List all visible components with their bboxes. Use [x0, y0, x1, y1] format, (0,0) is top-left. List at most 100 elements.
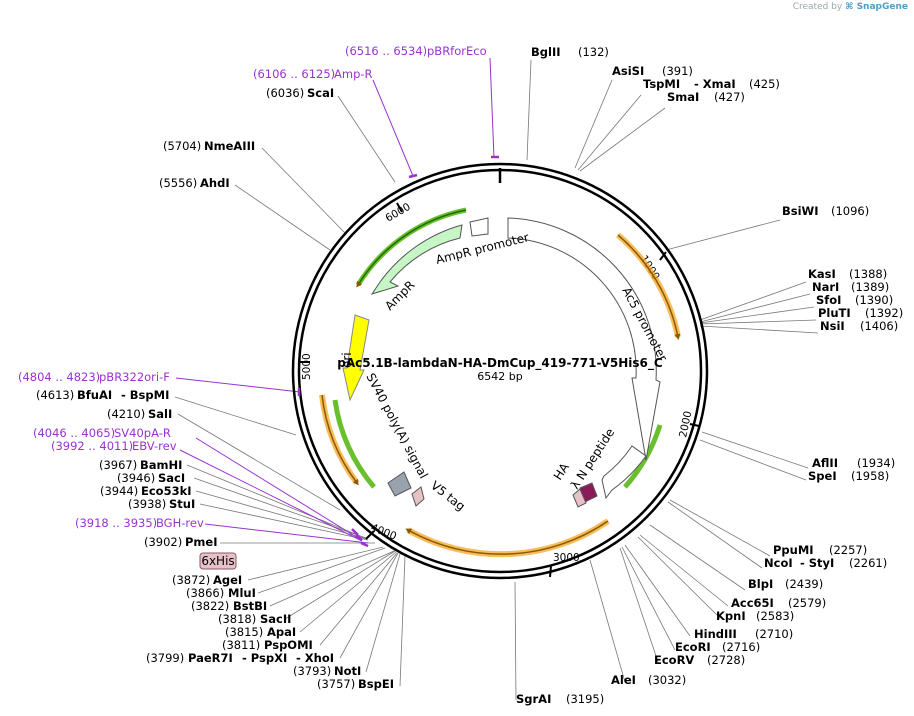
- site-nsii-pos: (1406): [860, 319, 898, 333]
- tick-2000: 2000: [677, 410, 694, 439]
- scale-ticks: [300, 168, 700, 578]
- site-aflii-name: AflII: [812, 456, 838, 470]
- v5-label: V5 tag: [428, 478, 468, 513]
- site-ahdi-name: AhdI: [200, 176, 230, 190]
- site-pluti-pos: (1392): [865, 306, 903, 320]
- site-hindiii-name: HindIII: [694, 627, 737, 641]
- site-ppumi-pos: (2257): [829, 543, 867, 557]
- orf-arrow-1: [617, 234, 681, 340]
- site-tspmi-name: TspMI: [643, 77, 680, 91]
- site-leaders: [174, 59, 819, 701]
- site-kasi-pos: (1388): [849, 267, 887, 281]
- site-labels-right: BglII (132) AsiSI (391) TspMI - XmaI (42…: [516, 45, 903, 706]
- site-sali-name: SalI: [148, 407, 172, 421]
- site-nmeaiii-name: NmeAIII: [204, 139, 255, 153]
- snapgene-brand: SnapGene: [856, 2, 908, 12]
- tick-3000: 3000: [553, 552, 580, 564]
- orf-arc-3: [319, 394, 360, 485]
- site-smai-name: SmaI: [667, 90, 699, 104]
- site-bstbi-pos: (3822): [191, 599, 229, 613]
- site-saci-pos: (3946): [117, 471, 155, 485]
- site-agei-pos: (3872): [172, 573, 210, 587]
- site-smai-pos: (427): [714, 90, 745, 104]
- v5-tag-feature[interactable]: [411, 486, 425, 507]
- primer-pbrforeco-range: (6516 .. 6534): [345, 44, 427, 58]
- site-tspmi-pos: (425): [749, 77, 780, 91]
- ac5-promoter-tail: [601, 445, 647, 500]
- site-bsiwi-name: BsiWI: [782, 204, 819, 218]
- site-pluti-name: PluTI: [818, 306, 851, 320]
- ac5-promoter-feature[interactable]: [507, 217, 661, 461]
- orf-arc-green-3: [332, 399, 376, 489]
- ori-feature[interactable]: [342, 314, 370, 402]
- site-nari-pos: (1389): [851, 280, 889, 294]
- site-sacii-name: SacII: [260, 612, 291, 626]
- site-mlui-name: MluI: [228, 586, 256, 600]
- site-mlui-pos: (3866): [186, 586, 224, 600]
- site-scai-pos: (6036): [266, 86, 304, 100]
- site-bsiwi-pos: (1096): [831, 204, 869, 218]
- site-sfoi-pos: (1390): [855, 293, 893, 307]
- ampr-promoter-feature[interactable]: [469, 217, 489, 237]
- primer-pbr322ori-range: (4804 .. 4823): [18, 370, 100, 384]
- primer-ampr-range: (6106 .. 6125): [253, 67, 335, 81]
- sv40-feature[interactable]: [387, 471, 412, 497]
- his-tag-label: 6xHis: [201, 554, 234, 568]
- site-ecori-pos: (2716): [722, 640, 760, 654]
- site-sacii-pos: (3818): [218, 612, 256, 626]
- site-stui-pos: (3938): [128, 497, 166, 511]
- primer-pbr322ori-name: pBR322ori-F: [99, 370, 170, 384]
- site-alei-pos: (3032): [648, 673, 686, 687]
- site-ncoi-sep: - StyI: [800, 556, 834, 570]
- site-nmeaiii-pos: (5704): [163, 139, 201, 153]
- ampr-feature[interactable]: [370, 224, 463, 295]
- ha-feature[interactable]: [572, 488, 587, 508]
- site-kpni-name: KpnI: [716, 609, 746, 623]
- site-paer7i-pos: (3799): [146, 651, 184, 665]
- primer-ebv-range: (3992 .. 4011): [51, 439, 133, 453]
- orf-arrow-3: [321, 394, 359, 486]
- site-ncoi-name: NcoI: [764, 556, 793, 570]
- tick-4000: 4000: [369, 522, 398, 543]
- plasmid-name: pAc5.1B-lambdaN-HA-DmCup_419-771-V5His6_…: [337, 356, 663, 371]
- primer-pbrforeco-name: pBRforEco: [427, 44, 487, 58]
- snapgene-logo: ⌘ SnapGene: [845, 2, 908, 12]
- site-pspomi-pos: (3811): [222, 638, 260, 652]
- site-ppumi-name: PpuMI: [773, 543, 814, 557]
- site-eco53ki-pos: (3944): [100, 484, 138, 498]
- primer-bgh-name: BGH-rev: [156, 516, 204, 530]
- site-eco53ki-name: Eco53kI: [141, 484, 192, 498]
- his-tag-badge[interactable]: [199, 552, 237, 570]
- snapgene-credit: Created by ⌘ SnapGene: [793, 2, 908, 12]
- site-bspei-pos: (3757): [317, 677, 355, 691]
- site-paer7i-sep: - PspXI: [242, 651, 287, 665]
- site-bamhi-name: BamHI: [140, 458, 182, 472]
- site-bamhi-pos: (3967): [99, 458, 137, 472]
- orf-arrow-green-1: [356, 209, 467, 288]
- site-ahdi-pos: (5556): [159, 176, 197, 190]
- tick-5000: 5000: [301, 353, 313, 380]
- site-nari-name: NarI: [812, 280, 839, 294]
- site-paer7i-sep2: - XhoI: [296, 651, 334, 665]
- site-agei-name: AgeI: [213, 573, 242, 587]
- primer-ampr-name: Amp-R: [334, 67, 373, 81]
- site-sfoi-name: SfoI: [816, 293, 841, 307]
- orf-arrow-2: [405, 520, 609, 555]
- plasmid-length: 6542 bp: [477, 370, 522, 383]
- site-asisi-name: AsiSI: [612, 64, 644, 78]
- orf-arc-green-1: [355, 207, 467, 287]
- site-acc65i-pos: (2579): [788, 596, 826, 610]
- site-apai-pos: (3815): [225, 625, 263, 639]
- site-sgrai-pos: (3195): [566, 692, 604, 706]
- site-alei-name: AleI: [611, 673, 636, 687]
- site-sgrai-name: SgrAI: [516, 692, 551, 706]
- site-paer7i-name: PaeR7I: [188, 651, 233, 665]
- site-hindiii-pos: (2710): [755, 627, 793, 641]
- site-ecori-name: EcoRI: [675, 640, 711, 654]
- site-aflii-pos: (1934): [857, 456, 895, 470]
- site-blpi-name: BlpI: [748, 577, 773, 591]
- site-bfuai-pos: (4613): [36, 388, 74, 402]
- site-spei-pos: (1958): [851, 469, 889, 483]
- site-stui-name: StuI: [169, 497, 195, 511]
